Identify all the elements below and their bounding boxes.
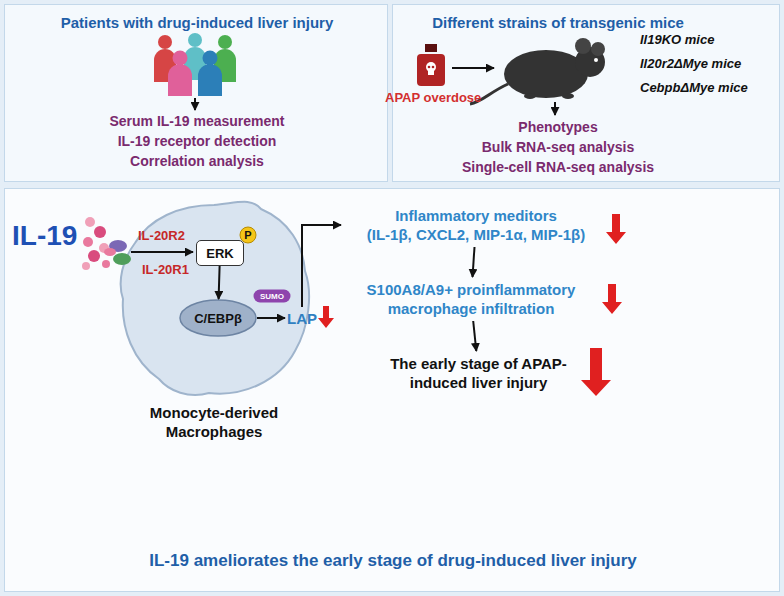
flow-arrow	[452, 67, 494, 69]
outcome-text: The early stage of APAP-induced liver in…	[371, 351, 586, 395]
method-text: IL-19 receptor detection	[5, 133, 389, 149]
phospho-badge: P	[239, 226, 257, 244]
study-panel: Patients with drug-induced liver injuryS…	[4, 4, 388, 182]
strain-label: Il19KO mice	[640, 32, 714, 47]
connector	[473, 247, 475, 277]
outcome-text: Inflammatory meditors(IL-1β, CXCL2, MIP-…	[341, 203, 611, 247]
connector	[473, 321, 476, 351]
transcription-factor: C/EBPβ	[179, 299, 257, 337]
kinase-box: ERK	[196, 240, 244, 266]
flow-arrow	[554, 102, 556, 115]
node-text: SUMO	[260, 292, 284, 301]
panel-heading: Patients with drug-induced liver injury	[5, 14, 389, 31]
cytokine-label: IL-19	[12, 220, 77, 252]
receptor-label: IL-20R2	[138, 228, 185, 243]
sumo-tag: SUMO	[253, 289, 291, 303]
outcome-text: S100A8/A9+ proinflammatory macrophage in…	[341, 277, 601, 321]
treatment-label: APAP overdose	[385, 90, 480, 105]
connector	[302, 225, 341, 307]
mechanism-panel: IL-19 ameliorates the early stage of dru…	[4, 188, 780, 592]
node-text: LAP	[287, 310, 317, 327]
receptor-label: IL-20R1	[142, 262, 189, 277]
node-text: C/EBPβ	[194, 311, 242, 326]
isoform-label: LAP	[285, 307, 319, 329]
node-text: The early stage of APAP-induced liver in…	[371, 354, 586, 392]
method-text: Serum IL-19 measurement	[5, 113, 389, 129]
method-text: Phenotypes	[393, 119, 723, 135]
strain-label: Il20r2ΔMye mice	[640, 56, 741, 71]
strain-label: CebpbΔMye mice	[640, 80, 748, 95]
panel-caption: IL-19 ameliorates the early stage of dru…	[5, 551, 781, 571]
node-text: Inflammatory meditors	[395, 206, 557, 225]
flow-arrow	[194, 98, 196, 110]
connector	[219, 266, 220, 299]
connector	[257, 317, 285, 319]
cell-caption: Monocyte-derived Macrophages	[134, 403, 294, 441]
node-text: (IL-1β, CXCL2, MIP-1α, MIP-1β)	[367, 225, 585, 244]
node-text: ERK	[206, 246, 233, 261]
method-text: Bulk RNA-seq analysis	[393, 139, 723, 155]
method-text: Correlation analysis	[5, 153, 389, 169]
node-text: S100A8/A9+ proinflammatory macrophage in…	[341, 280, 601, 318]
method-text: Single-cell RNA-seq analysis	[393, 159, 723, 175]
node-text: P	[244, 229, 251, 241]
panel-heading: Different strains of transgenic mice	[393, 14, 723, 31]
